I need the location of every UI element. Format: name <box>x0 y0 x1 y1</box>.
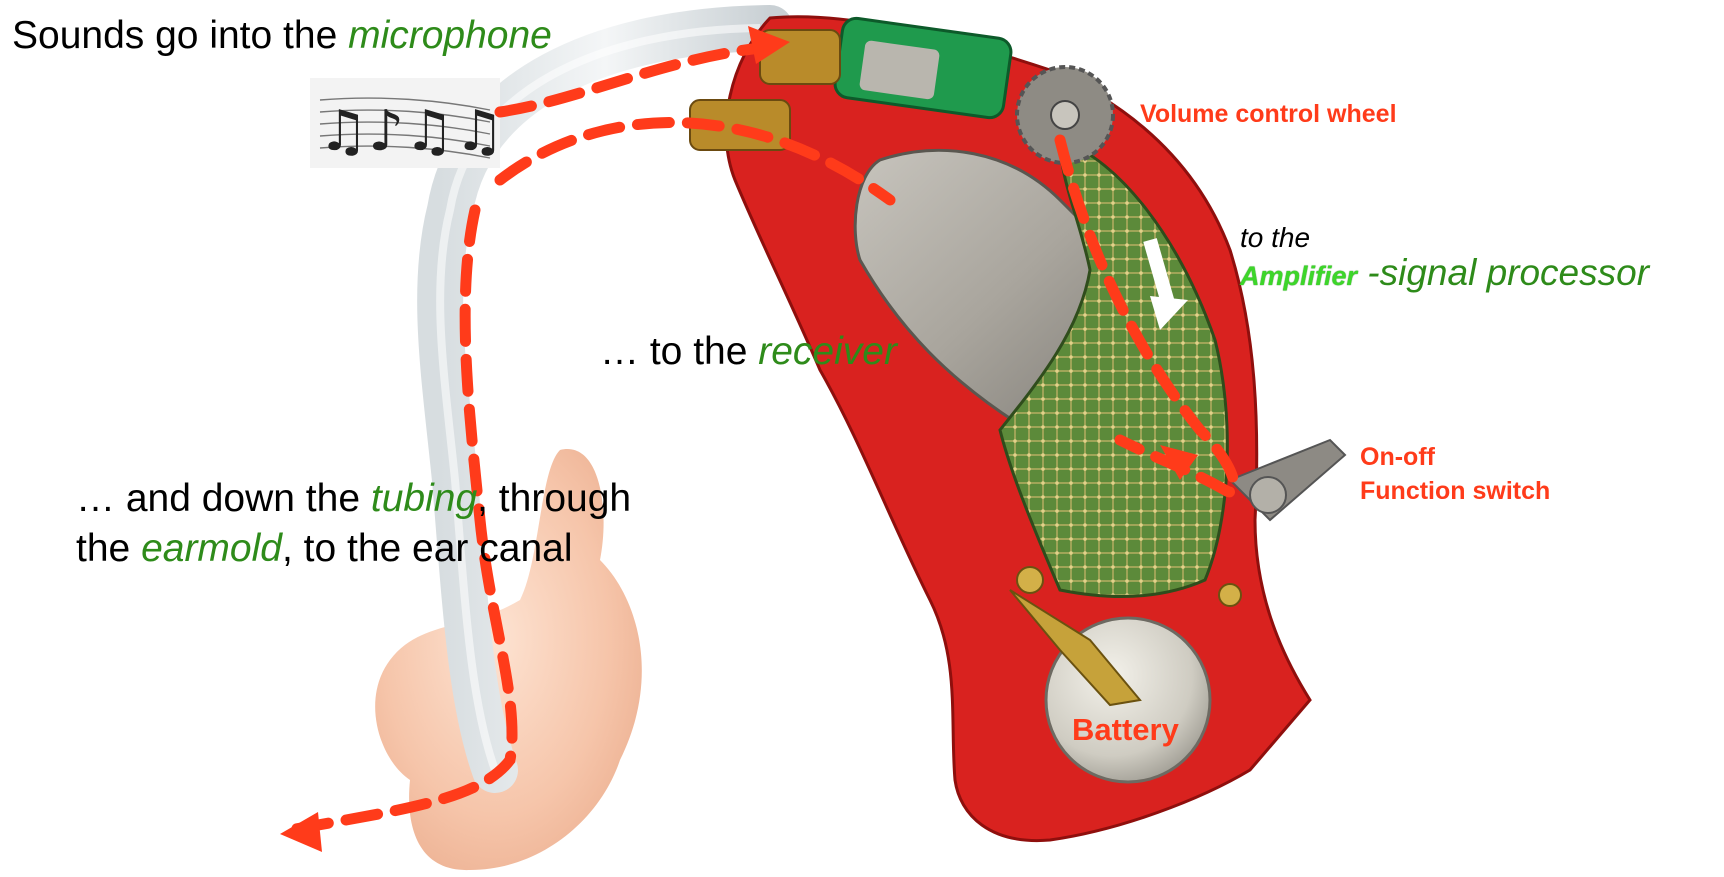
label-on-off-line1: On-off <box>1360 440 1550 474</box>
label-amplifier: to the Amplifier -signal processor <box>1240 222 1649 294</box>
label-microphone: Sounds go into the microphone <box>12 14 552 58</box>
label-receiver-prefix: … to the <box>600 330 758 373</box>
label-amplifier-term: Amplifier <box>1240 261 1357 291</box>
label-tubing-term: tubing <box>371 477 477 520</box>
arrowhead-ear-canal <box>280 812 322 852</box>
label-tubing: … and down the tubing, through the earmo… <box>76 474 631 574</box>
label-on-off-switch: On-off Function switch <box>1360 440 1550 508</box>
label-battery: Battery <box>1072 712 1179 748</box>
label-amplifier-intro: to the <box>1240 222 1649 254</box>
label-microphone-prefix: Sounds go into the <box>12 14 348 57</box>
label-receiver: … to the receiver <box>600 330 897 374</box>
label-amplifier-suffix: -signal processor <box>1357 252 1649 293</box>
label-tubing-l1-prefix: … and down the <box>76 477 371 520</box>
label-tubing-l1-suffix: , through <box>477 477 631 520</box>
label-tubing-l2-prefix: the <box>76 527 141 570</box>
label-receiver-term: receiver <box>758 330 897 373</box>
svg-text:♫♪♫♫: ♫♪♫♫ <box>318 99 504 164</box>
label-microphone-term: microphone <box>348 14 552 57</box>
music-notes-icon: ♫♪♫♫ <box>310 78 504 168</box>
label-tubing-l2-suffix: , to the ear canal <box>282 527 573 570</box>
label-volume-control-wheel: Volume control wheel <box>1140 100 1397 129</box>
label-on-off-line2: Function switch <box>1360 474 1550 508</box>
label-earmold-term: earmold <box>141 527 282 570</box>
